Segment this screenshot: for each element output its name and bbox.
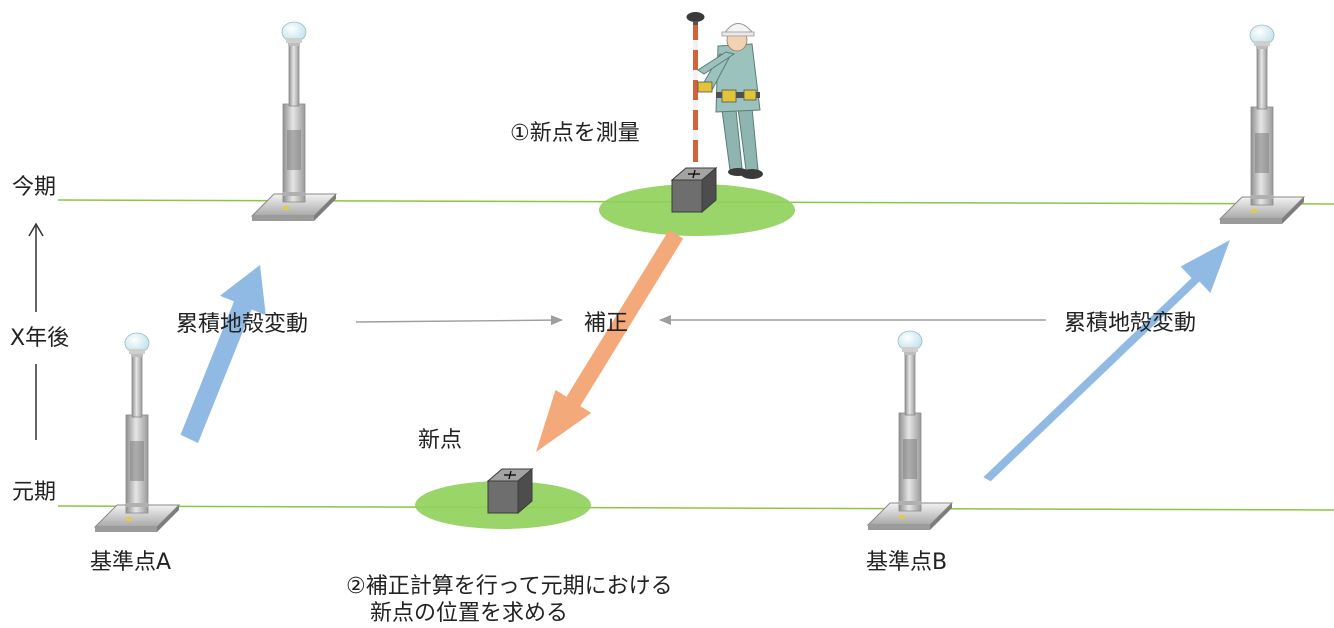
- label-correction: 補正: [584, 311, 628, 336]
- reference-station-a: [94, 332, 180, 533]
- surveyor-figure: [686, 12, 763, 179]
- connector-left: [355, 315, 563, 326]
- correction-arrow: [536, 230, 684, 452]
- reference-station-current-left: [251, 21, 337, 222]
- reference-station-current-right: [1219, 24, 1305, 225]
- new-point-marker-original: [487, 468, 533, 514]
- deformation-arrow-b: [983, 240, 1230, 482]
- label-original-period: 元期: [12, 480, 56, 505]
- time-axis-arrowhead: [28, 222, 44, 237]
- label-reference-b: 基準点B: [866, 550, 947, 575]
- label-new-point: 新点: [418, 428, 462, 453]
- label-deformation-right: 累積地殻変動: [1064, 311, 1196, 336]
- label-step2-line2: 新点の位置を求める: [370, 601, 568, 626]
- label-survey-new-point: ①新点を測量: [510, 121, 640, 146]
- label-current-period: 今期: [12, 175, 56, 200]
- label-deformation-left: 累積地殻変動: [176, 312, 308, 337]
- new-point-marker-current: [671, 167, 717, 213]
- label-reference-a: 基準点A: [90, 550, 171, 575]
- label-elapsed: X年後: [10, 326, 69, 351]
- label-step2-line1: ②補正計算を行って元期における: [346, 574, 673, 599]
- ground-line-original: [57, 505, 1334, 511]
- deformation-arrow-a: [180, 265, 266, 443]
- reference-station-b: [867, 330, 953, 531]
